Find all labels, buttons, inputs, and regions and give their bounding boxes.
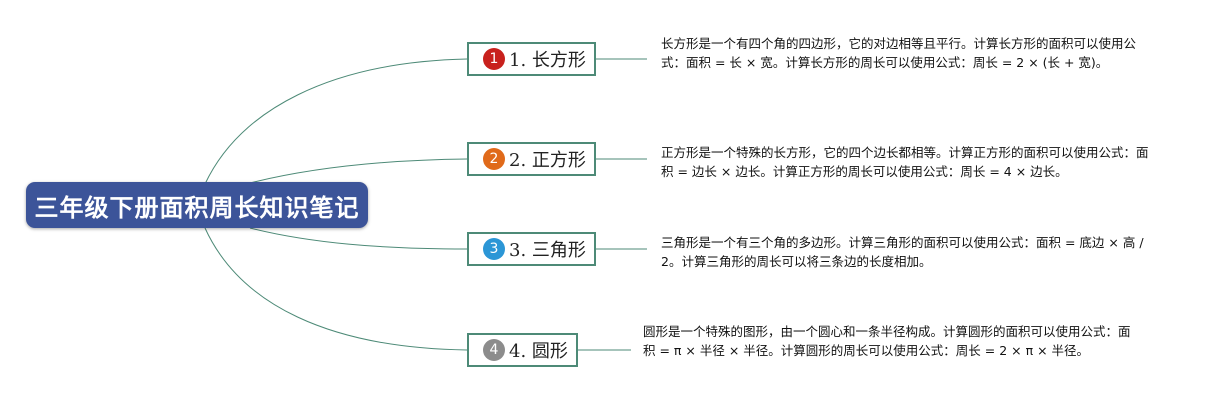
connector-root-branch-2 [249, 158, 468, 184]
note-circle[interactable]: 圆形是一个特殊的图形，由一个圆心和一条半径构成。计算圆形的面积可以使用公式：面积… [643, 324, 1131, 358]
root-topic[interactable]: 三年级下册面积周长知识笔记 [26, 182, 368, 228]
connector-root-branch-3 [249, 227, 468, 250]
branch-label: 1. 长方形 [509, 50, 586, 71]
connector-root-branch-4 [204, 227, 468, 351]
root-title: 三年级下册面积周长知识笔记 [34, 193, 360, 222]
number-badge-icon: 4 [483, 339, 505, 361]
connector-root-branch-1 [204, 58, 468, 185]
branch-circle[interactable]: 4 4. 圆形 [467, 333, 578, 367]
number-badge-icon: 2 [483, 148, 505, 170]
note-square[interactable]: 正方形是一个特殊的长方形，它的四个边长都相等。计算正方形的面积可以使用公式：面积… [661, 145, 1149, 179]
branch-label: 4. 圆形 [509, 341, 568, 362]
branch-triangle[interactable]: 3 3. 三角形 [467, 232, 596, 266]
number-badge-icon: 3 [483, 238, 505, 260]
note-rectangle[interactable]: 长方形是一个有四个角的四边形，它的对边相等且平行。计算长方形的面积可以使用公式：… [661, 36, 1137, 70]
note-triangle[interactable]: 三角形是一个有三个角的多边形。计算三角形的面积可以使用公式：面积 = 底边 × … [661, 235, 1144, 269]
branch-rectangle[interactable]: 1 1. 长方形 [467, 42, 596, 76]
branch-square[interactable]: 2 2. 正方形 [467, 142, 596, 176]
branch-label: 3. 三角形 [509, 240, 586, 261]
number-badge-icon: 1 [483, 48, 505, 70]
branch-label: 2. 正方形 [509, 150, 586, 171]
